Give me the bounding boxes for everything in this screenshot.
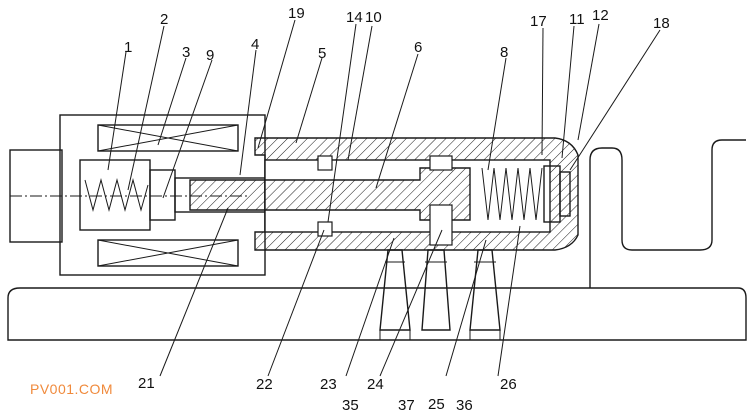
label-26: 26 — [500, 376, 517, 393]
label-12: 12 — [592, 7, 609, 24]
label-14: 14 — [346, 9, 363, 26]
label-1: 1 — [124, 39, 132, 56]
label-3: 3 — [182, 44, 190, 61]
label-8: 8 — [500, 44, 508, 61]
label-18: 18 — [653, 15, 670, 32]
label-9: 9 — [206, 47, 214, 64]
label-6: 6 — [414, 39, 422, 56]
label-10: 10 — [365, 9, 382, 26]
labels-bottom: 21 22 23 24 25 26 35 37 36 — [138, 375, 517, 414]
port-fittings — [379, 249, 501, 340]
labels-top: 1 2 3 9 4 19 14 10 5 6 8 17 11 12 18 — [124, 5, 670, 64]
label-5: 5 — [318, 45, 326, 62]
label-25: 25 — [428, 396, 445, 413]
label-19: 19 — [288, 5, 305, 22]
label-17: 17 — [530, 13, 547, 30]
label-35: 35 — [342, 397, 359, 414]
valve-body — [189, 137, 579, 251]
watermark-text: PV001.COM — [30, 381, 113, 397]
leader-lines — [107, 19, 661, 377]
label-23: 23 — [320, 376, 337, 393]
label-37: 37 — [398, 397, 415, 414]
label-4: 4 — [251, 36, 259, 53]
label-21: 21 — [138, 375, 155, 392]
label-22: 22 — [256, 376, 273, 393]
label-36: 36 — [456, 397, 473, 414]
base-plate — [7, 139, 747, 341]
label-24: 24 — [367, 376, 384, 393]
label-11: 11 — [569, 11, 585, 28]
label-2: 2 — [160, 11, 168, 28]
